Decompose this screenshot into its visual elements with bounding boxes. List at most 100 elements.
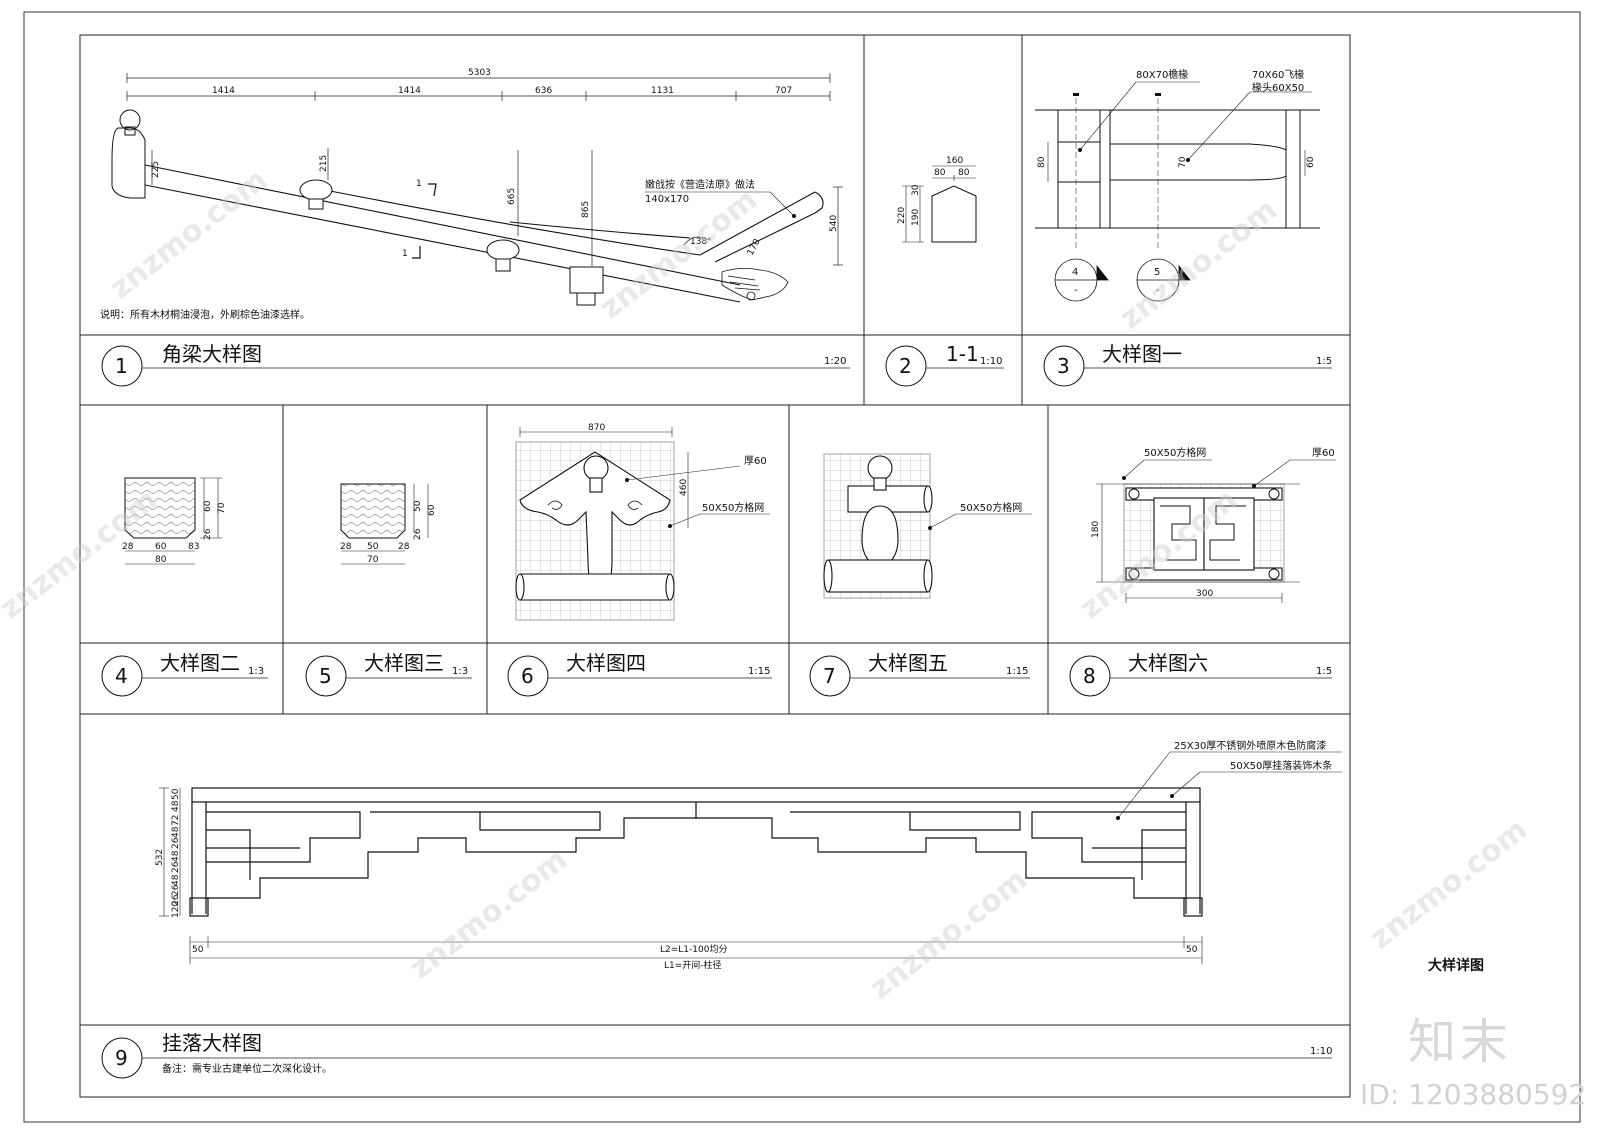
dim-190: 190 <box>911 209 921 226</box>
panel-number: 1 <box>115 354 128 378</box>
label-flying-rafter: 70X60飞椽 <box>1252 68 1304 81</box>
panel-number: 7 <box>823 664 836 688</box>
dim-870: 870 <box>588 423 605 433</box>
label-steel: 25X30厚不锈钢外喷原木色防腐漆 <box>1174 739 1326 752</box>
dim-83: 83 <box>188 542 199 552</box>
panel-number: 2 <box>899 354 912 378</box>
watermark: znzmo.com <box>403 842 574 986</box>
dim-28: 28 <box>340 542 352 552</box>
dim-30: 30 <box>911 184 921 196</box>
watermark: znzmo.com <box>103 162 274 306</box>
panel-number: 4 <box>115 664 128 688</box>
dim-70: 70 <box>367 555 379 565</box>
label-thickness: 厚60 <box>744 455 767 467</box>
brand-logo: 知末 <box>1408 1014 1513 1070</box>
panel-scale: 1:20 <box>824 356 846 367</box>
section-mark-bottom: 1 <box>402 249 408 259</box>
dim-220: 220 <box>897 207 907 224</box>
dim-540: 540 <box>829 215 839 232</box>
dim-80: 80 <box>1037 156 1047 168</box>
title-band-7: 7 大样图五 1:15 <box>809 651 1030 697</box>
side-dim-9: 26 <box>171 884 181 896</box>
dim-50b: 50 <box>367 542 379 552</box>
dim-total: 5303 <box>468 68 491 78</box>
title-band-8: 8 大样图六 1:5 <box>1069 651 1332 697</box>
label-thickness: 厚60 <box>1312 447 1335 459</box>
panel-4-detail-2: 60 70 26 28 60 83 80 <box>122 477 227 565</box>
dim-50-right: 50 <box>1186 945 1198 955</box>
remark: 备注：需专业古建单位二次深化设计。 <box>162 1062 332 1075</box>
panel-scale: 1:15 <box>748 666 770 677</box>
panel-scale: 1:5 <box>1316 356 1332 367</box>
dim-225: 225 <box>151 161 161 178</box>
panel-title: 挂落大样图 <box>162 1031 262 1055</box>
panel-9-hanging-frieze: 532 50 48 72 48 26 48 26 48 26 26 120 50… <box>155 739 1342 1075</box>
callout-4: 4 <box>1072 267 1078 278</box>
column-head-shape <box>111 109 146 199</box>
panel-title: 大样图一 <box>1102 342 1182 366</box>
panel-number: 9 <box>115 1046 128 1070</box>
dim-532: 532 <box>155 849 165 866</box>
panel-scale: 1:5 <box>1316 666 1332 677</box>
dim-865: 865 <box>581 201 591 218</box>
dim-80a: 80 <box>934 168 946 178</box>
dim-5: 707 <box>775 86 792 96</box>
dim-1: 1414 <box>212 86 235 96</box>
panel-title: 大样图五 <box>868 651 948 675</box>
dim-60: 60 <box>1306 156 1316 168</box>
dim-80b: 80 <box>958 168 970 178</box>
dim-4: 1131 <box>651 86 674 96</box>
callout-5-sub: - <box>1156 285 1160 296</box>
purlins <box>299 179 604 306</box>
label-grid: 50X50方格网 <box>960 501 1022 514</box>
callout-4-sub: - <box>1074 285 1078 296</box>
label-grid: 50X50方格网 <box>1144 446 1206 459</box>
label-grid: 50X50方格网 <box>702 501 764 514</box>
label-rafter-head: 椽头60X50 <box>1252 81 1304 94</box>
title-band-3: 3 大样图一 1:5 <box>1043 342 1332 387</box>
dim-60b: 60 <box>155 542 167 552</box>
dim-460: 460 <box>679 479 689 496</box>
title-band-2: 2 1-1 1:10 <box>885 342 1004 387</box>
title-band-5: 5 大样图三 1:3 <box>305 651 472 697</box>
dim-80: 80 <box>155 555 167 565</box>
title-band-1: 1 角梁大样图 1:20 <box>101 342 850 387</box>
panel-number: 6 <box>521 664 534 688</box>
side-dim-1: 50 <box>171 788 181 800</box>
dim-180: 180 <box>1091 521 1101 538</box>
panel-scale: 1:10 <box>980 356 1002 367</box>
section-mark-top: 1 <box>416 179 422 189</box>
side-dim-11: 120 <box>171 901 181 918</box>
panel-number: 5 <box>319 664 332 688</box>
footnote: 说明：所有木材桐油浸泡，外刷棕色油漆选样。 <box>100 308 310 321</box>
dim-300: 300 <box>1196 589 1213 599</box>
watermark: znzmo.com <box>1113 192 1284 336</box>
panel-title: 角梁大样图 <box>162 342 262 366</box>
side-dims: 50 48 72 48 26 48 26 48 26 26 120 <box>171 788 181 918</box>
side-dim-6: 48 <box>171 850 181 862</box>
panel-scale: 1:3 <box>248 666 264 677</box>
watermark: znzmo.com <box>863 862 1034 1006</box>
panel-number: 8 <box>1083 664 1096 688</box>
dim-l2: L2=L1-100均分 <box>660 943 727 955</box>
label-eave-rafter: 80X70檐椽 <box>1136 68 1188 81</box>
panel-scale: 1:10 <box>1310 1046 1332 1057</box>
side-dim-10: 26 <box>171 894 181 906</box>
dim-70: 70 <box>217 502 227 514</box>
side-dim-3: 72 <box>171 815 181 826</box>
side-dim-2: 48 <box>171 800 181 812</box>
note-size: 140x170 <box>645 194 689 205</box>
main-beam-shape <box>144 164 824 303</box>
dim-28b: 28 <box>398 542 410 552</box>
callout-5: 5 <box>1154 267 1160 278</box>
side-dim-8: 48 <box>171 874 181 886</box>
resource-id: ID: 1203880592 <box>1360 1078 1587 1111</box>
panel-title: 1-1 <box>946 342 979 366</box>
panel-scale: 1:3 <box>452 666 468 677</box>
panel-title: 大样图三 <box>364 651 444 675</box>
panel-2-section: 160 80 80 220 30 190 <box>897 156 977 243</box>
panel-8-detail-6: 180 300 50X50方格网 厚60 <box>1091 446 1336 603</box>
panel-7-detail-5: 50X50方格网 <box>823 453 1032 599</box>
side-dim-5: 26 <box>171 837 181 849</box>
